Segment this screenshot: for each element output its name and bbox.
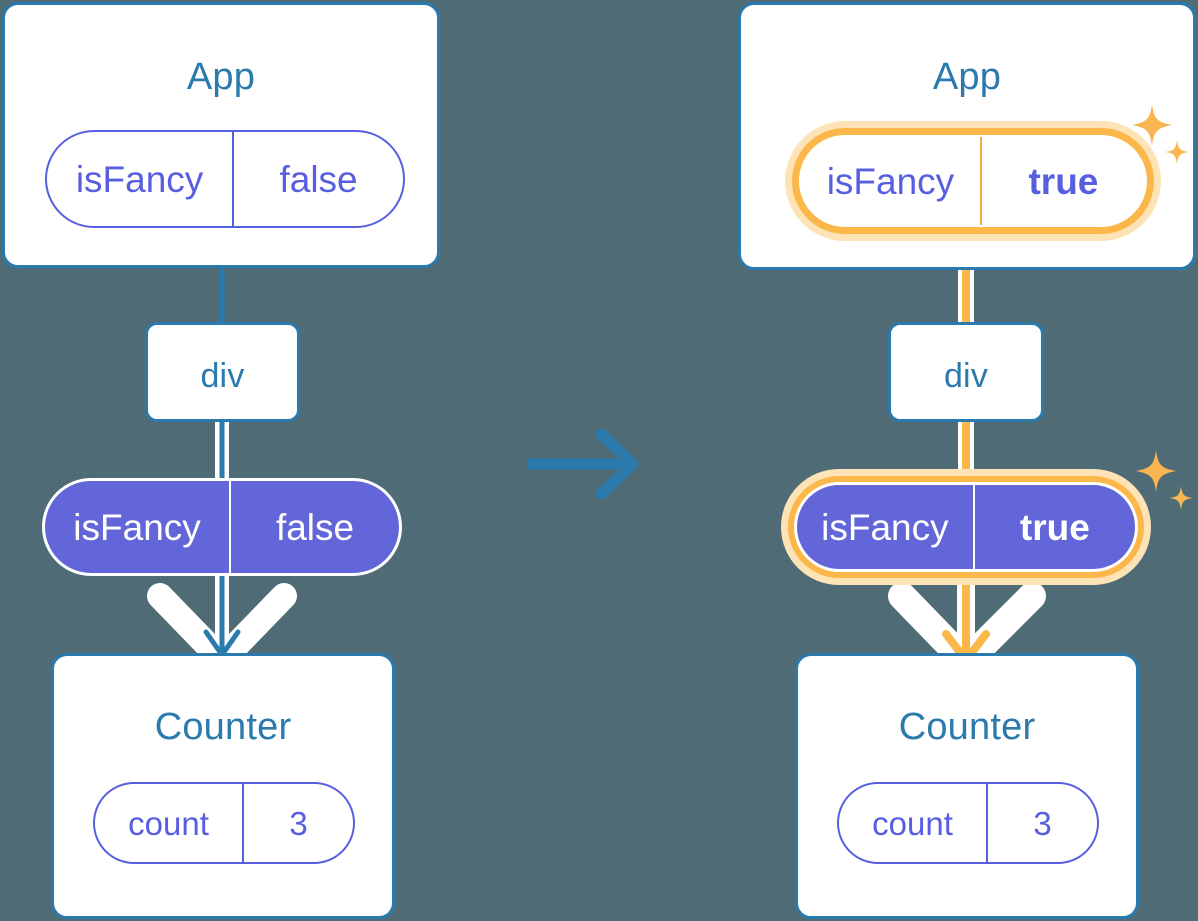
app-state-pill-before[interactable]: isFancy false — [45, 130, 405, 228]
state-value: 3 — [986, 784, 1097, 862]
app-card-title: App — [186, 56, 256, 98]
div-label: div — [943, 357, 989, 395]
transition-arrow — [527, 428, 639, 500]
counter-card-before: Counter count 3 — [51, 653, 395, 919]
sparkle-icon — [1165, 140, 1189, 164]
state-value: true — [979, 137, 1145, 225]
arrow-right-icon — [527, 428, 639, 500]
sparkle-icon — [1169, 486, 1193, 510]
arrowhead-left — [203, 629, 241, 658]
counter-card-title: Counter — [898, 706, 1036, 748]
app-card-title: App — [932, 56, 1002, 98]
app-state-pill-after[interactable]: isFancy true — [799, 135, 1147, 227]
state-name: count — [128, 804, 209, 842]
div-label: div — [200, 357, 245, 395]
div-card-before: div — [145, 322, 300, 422]
app-card-before: App isFancy false — [2, 2, 440, 268]
prop-value: true — [972, 485, 1135, 569]
prop-name: isFancy — [73, 506, 201, 548]
state-value: false — [232, 132, 403, 226]
state-name: isFancy — [75, 158, 204, 200]
sparkle-icon — [1132, 104, 1172, 146]
sparkle-group-prop — [1136, 450, 1193, 510]
counter-state-pill-before[interactable]: count 3 — [93, 782, 355, 864]
state-name: isFancy — [826, 160, 955, 202]
prop-pill-after[interactable]: isFancy true — [794, 482, 1138, 572]
counter-state-pill-after[interactable]: count 3 — [837, 782, 1099, 864]
app-card-after: App isFancy true — [738, 2, 1196, 270]
state-value: 3 — [242, 784, 353, 862]
sparkle-icon — [1136, 450, 1176, 492]
state-name: count — [872, 804, 953, 842]
div-card-after: div — [888, 322, 1044, 422]
prop-value: false — [229, 481, 399, 573]
arrow-fan-left — [147, 583, 297, 673]
counter-card-after: Counter count 3 — [795, 653, 1139, 919]
prop-name: isFancy — [821, 506, 949, 548]
prop-pill-before[interactable]: isFancy false — [42, 478, 402, 576]
sparkle-group-app — [1132, 104, 1189, 164]
counter-card-title: Counter — [154, 706, 292, 748]
